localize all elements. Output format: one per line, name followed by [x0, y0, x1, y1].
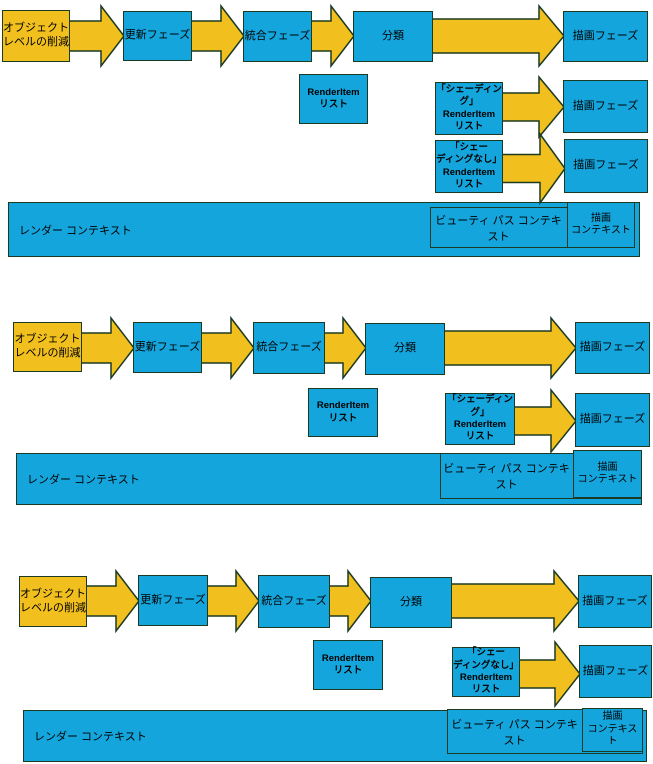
node-renderitem-list: RenderItem リスト — [313, 640, 383, 690]
draw-context-box: 描画 コンテキスト — [582, 708, 643, 752]
node-draw-phase: 描画フェーズ — [563, 11, 648, 62]
flow-arrow — [80, 315, 135, 381]
node-classify: 分類 — [370, 577, 452, 628]
draw-context-label: 描画 コンテキスト — [587, 711, 638, 748]
beauty-pass-context-label: ビューティ パス コンテキスト — [435, 214, 562, 243]
flow-arrow — [450, 568, 580, 634]
node-draw-phase: 描画フェーズ — [579, 645, 652, 698]
node-no-shading-renderitem-list: 「シェー ディングなし」 RenderItem リスト — [452, 647, 520, 697]
flow-arrow — [328, 568, 372, 634]
node-renderitem-list: RenderItem リスト — [308, 388, 378, 437]
node-draw-phase: 描画フェーズ — [563, 80, 648, 133]
node-draw-phase: 描画フェーズ — [575, 322, 650, 374]
render-context-label: レンダー コンテキスト — [19, 224, 132, 237]
flow-arrow — [431, 3, 565, 69]
draw-context-label: 描画 コンテキスト — [577, 461, 638, 486]
flow-arrow — [67, 3, 125, 69]
flow-arrow — [443, 315, 577, 381]
flow-arrow — [501, 131, 566, 206]
node-object-level-reduction: オブジェクト レベルの削減 — [13, 322, 82, 372]
node-classify: 分類 — [353, 11, 433, 62]
node-merge-phase: 統合フェーズ — [243, 11, 312, 62]
beauty-pass-context-label: ビューティ パス コンテキスト — [451, 718, 578, 747]
flow-arrow — [323, 315, 367, 381]
beauty-pass-context-label: ビューティ パス コンテキスト — [443, 463, 570, 491]
node-update-phase: 更新フェーズ — [138, 575, 208, 626]
node-shading-renderitem-list: 「シェーディング」 RenderItem リスト — [435, 82, 503, 135]
node-renderitem-list: RenderItem リスト — [299, 74, 368, 124]
node-object-level-reduction: オブジェクト レベルの削減 — [2, 10, 70, 62]
node-draw-phase: 描画フェーズ — [575, 393, 650, 447]
flow-arrow — [309, 3, 355, 69]
flow-arrow — [513, 387, 577, 455]
flow-arrow — [189, 3, 245, 69]
node-draw-phase: 描画フェーズ — [564, 139, 648, 193]
flow-arrow — [206, 568, 260, 634]
flow-arrow — [518, 639, 581, 709]
node-classify: 分類 — [365, 323, 445, 375]
draw-context-label: 描画 コンテキスト — [571, 212, 631, 237]
node-object-level-reduction: オブジェクト レベルの削減 — [19, 576, 87, 627]
node-merge-phase: 統合フェーズ — [253, 322, 325, 374]
draw-context-box: 描画 コンテキスト — [573, 450, 642, 498]
render-context-label: レンダー コンテキスト — [27, 474, 140, 486]
node-update-phase: 更新フェーズ — [133, 322, 202, 373]
flow-arrow — [501, 74, 565, 140]
node-merge-phase: 統合フェーズ — [258, 575, 330, 628]
node-update-phase: 更新フェーズ — [123, 11, 192, 61]
node-shading-renderitem-list: 「シェーディング」 RenderItem リスト — [445, 393, 515, 445]
node-no-shading-renderitem-list: 「シェー ディングなし」 RenderItem リスト — [435, 140, 503, 193]
flow-arrow — [200, 315, 255, 381]
node-draw-phase: 描画フェーズ — [578, 575, 652, 628]
flow-arrow — [85, 568, 140, 634]
draw-context-box: 描画 コンテキスト — [567, 202, 635, 248]
render-context-label: レンダー コンテキスト — [34, 731, 147, 743]
